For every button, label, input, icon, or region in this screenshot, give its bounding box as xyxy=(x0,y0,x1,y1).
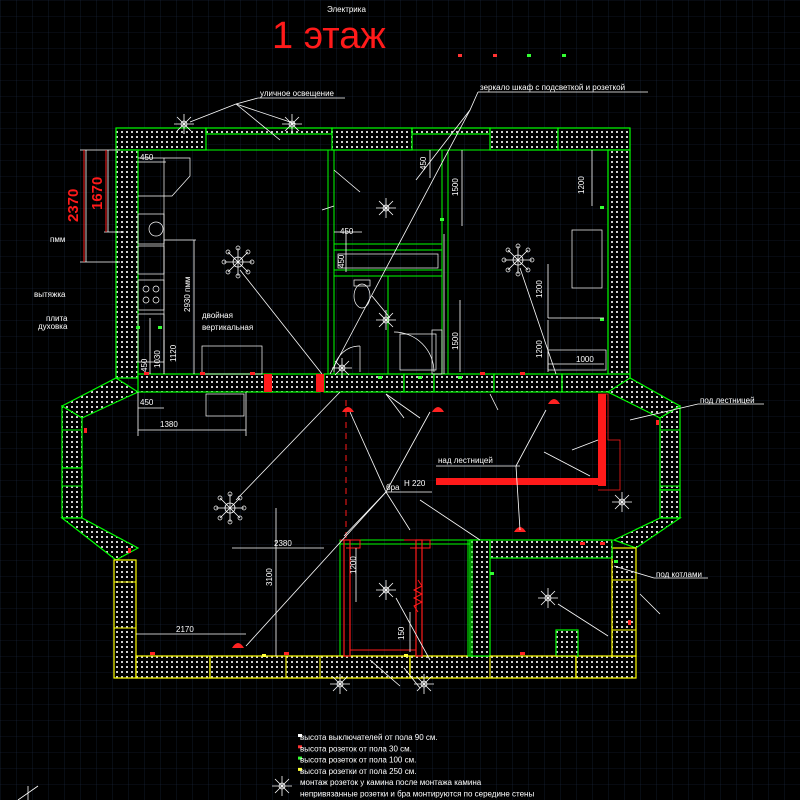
label-double: двойная xyxy=(202,311,233,320)
label-oven: духовка xyxy=(38,322,68,331)
legend-swatch xyxy=(298,779,302,783)
svg-text:1500: 1500 xyxy=(451,332,460,350)
legend-item: высота розеток от пола 100 см. xyxy=(300,756,416,765)
label-sconce-height: H 220 xyxy=(404,479,426,488)
legend: высота выключателей от пола 90 см. высота… xyxy=(298,733,534,799)
legend-swatch xyxy=(298,745,302,749)
svg-text:150: 150 xyxy=(397,626,406,640)
svg-text:1120: 1120 xyxy=(169,344,178,362)
kitchen-furniture xyxy=(137,157,263,417)
label-pmm: пмм xyxy=(50,235,65,244)
dimension-lines xyxy=(80,149,604,656)
svg-text:1200: 1200 xyxy=(349,556,358,574)
svg-text:450: 450 xyxy=(140,358,149,372)
svg-text:2370: 2370 xyxy=(65,189,82,222)
svg-text:2170: 2170 xyxy=(176,625,194,634)
svg-text:1030: 1030 xyxy=(153,350,162,368)
leader-lines xyxy=(17,91,764,800)
svg-text:450: 450 xyxy=(140,153,154,162)
svg-text:2930 пмм: 2930 пмм xyxy=(183,277,192,312)
svg-text:450: 450 xyxy=(140,398,154,407)
page-title: 1 этаж xyxy=(272,15,386,57)
legend-swatch xyxy=(298,734,302,737)
label-street-light: уличное освещение xyxy=(260,89,335,98)
svg-text:1670: 1670 xyxy=(89,177,106,210)
svg-text:1200: 1200 xyxy=(535,280,544,298)
legend-swatch xyxy=(298,756,302,760)
walls xyxy=(60,127,682,679)
top-markers xyxy=(458,54,566,57)
svg-text:450: 450 xyxy=(337,254,346,268)
legend-item: высота розеток от пола 30 см. xyxy=(300,744,412,753)
legend-item: монтаж розеток у камина после монтажа ка… xyxy=(300,778,482,787)
label-mirror-cabinet: зеркало шкаф с подсветкой и розеткой xyxy=(480,83,625,92)
svg-text:1000: 1000 xyxy=(576,355,594,364)
svg-text:1500: 1500 xyxy=(451,178,460,196)
pmm-vertical-label: 2930 пмм xyxy=(183,277,192,312)
stairs-red xyxy=(264,374,621,657)
label-sconce: бра xyxy=(386,483,400,492)
label-under-stairs: под лестницей xyxy=(700,396,755,405)
label-vertical: вертикальная xyxy=(202,323,253,332)
red-dimension xyxy=(83,150,107,262)
label-under-boilers: под котлами xyxy=(656,570,702,579)
legend-item: высота выключателей от пола 90 см. xyxy=(300,733,438,742)
svg-text:1380: 1380 xyxy=(160,420,178,429)
switch-icons xyxy=(136,206,618,657)
svg-text:1200: 1200 xyxy=(535,340,544,358)
svg-text:3100: 3100 xyxy=(265,568,274,586)
legend-swatch xyxy=(298,767,302,771)
legend-item: непривязанные розетки и бра монтируются … xyxy=(300,790,534,799)
label-stove: плита xyxy=(46,314,68,323)
svg-text:450: 450 xyxy=(340,227,354,236)
header-subtitle: Электрика xyxy=(327,5,366,14)
dimension-texts: 2370 1670 450 1030 1120 450 450 1380 450… xyxy=(65,153,594,640)
svg-text:1200: 1200 xyxy=(577,176,586,194)
svg-text:2380: 2380 xyxy=(274,539,292,548)
legend-item: высота розетки от пола 250 см. xyxy=(300,767,416,776)
svg-text:450: 450 xyxy=(419,156,428,170)
room-labels: уличное освещение зеркало шкаф с подсвет… xyxy=(34,83,755,579)
label-hood: вытяжка xyxy=(34,290,66,299)
label-above-stairs: над лестницей xyxy=(438,456,493,465)
legend-swatch xyxy=(298,790,302,794)
